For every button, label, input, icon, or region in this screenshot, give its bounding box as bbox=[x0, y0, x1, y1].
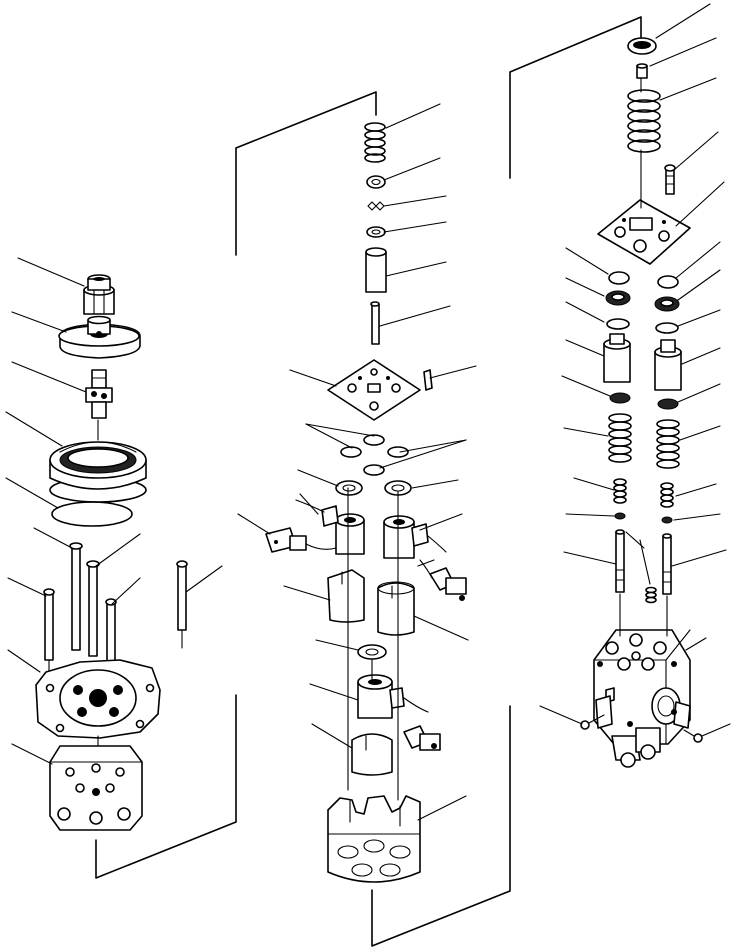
solenoid-lower bbox=[357, 674, 429, 719]
hex-nut bbox=[83, 274, 115, 315]
body-block-middle bbox=[327, 795, 421, 883]
plate-middle bbox=[327, 359, 433, 421]
o-rings-middle bbox=[335, 434, 412, 496]
connector-left bbox=[265, 527, 337, 553]
washer-lower-middle bbox=[357, 644, 387, 660]
solenoid-left bbox=[295, 499, 365, 555]
right-assembly bbox=[539, 3, 731, 768]
o-ring-left bbox=[51, 501, 133, 527]
sleeve-left bbox=[327, 569, 365, 623]
stack-right-right-assembly bbox=[654, 275, 682, 595]
leaders-right bbox=[539, 3, 731, 737]
sleeve-lower bbox=[351, 733, 393, 776]
plate-right bbox=[597, 199, 691, 265]
connector-lower bbox=[403, 725, 441, 751]
sleeve-right bbox=[377, 581, 415, 636]
stack-left-right-assembly bbox=[603, 271, 632, 593]
solenoid-right bbox=[383, 515, 447, 559]
flange-plate bbox=[35, 659, 161, 739]
clip-middle bbox=[367, 201, 385, 211]
side-screw-right bbox=[683, 729, 703, 743]
connector-right bbox=[419, 559, 467, 601]
nut-middle bbox=[366, 175, 386, 189]
spring-top-right bbox=[627, 89, 661, 153]
left-assembly bbox=[5, 257, 223, 831]
base-block-left bbox=[49, 745, 143, 831]
leaders-left bbox=[5, 257, 223, 765]
bracket-middle bbox=[235, 91, 511, 947]
valve-body-right bbox=[593, 629, 691, 768]
washer-middle bbox=[366, 226, 386, 238]
joint-shaft bbox=[85, 369, 113, 419]
bracket-left bbox=[95, 694, 237, 879]
middle-assembly bbox=[237, 103, 477, 883]
side-screw-left bbox=[580, 714, 605, 730]
bracket-right bbox=[509, 16, 642, 179]
spring-top-middle bbox=[364, 122, 386, 163]
boot-seal bbox=[49, 441, 147, 503]
cam-plate bbox=[58, 315, 141, 359]
center-pin-right bbox=[639, 539, 657, 604]
leaders-middle bbox=[237, 103, 477, 821]
plunger-middle bbox=[365, 247, 387, 345]
screw-right bbox=[664, 164, 676, 195]
